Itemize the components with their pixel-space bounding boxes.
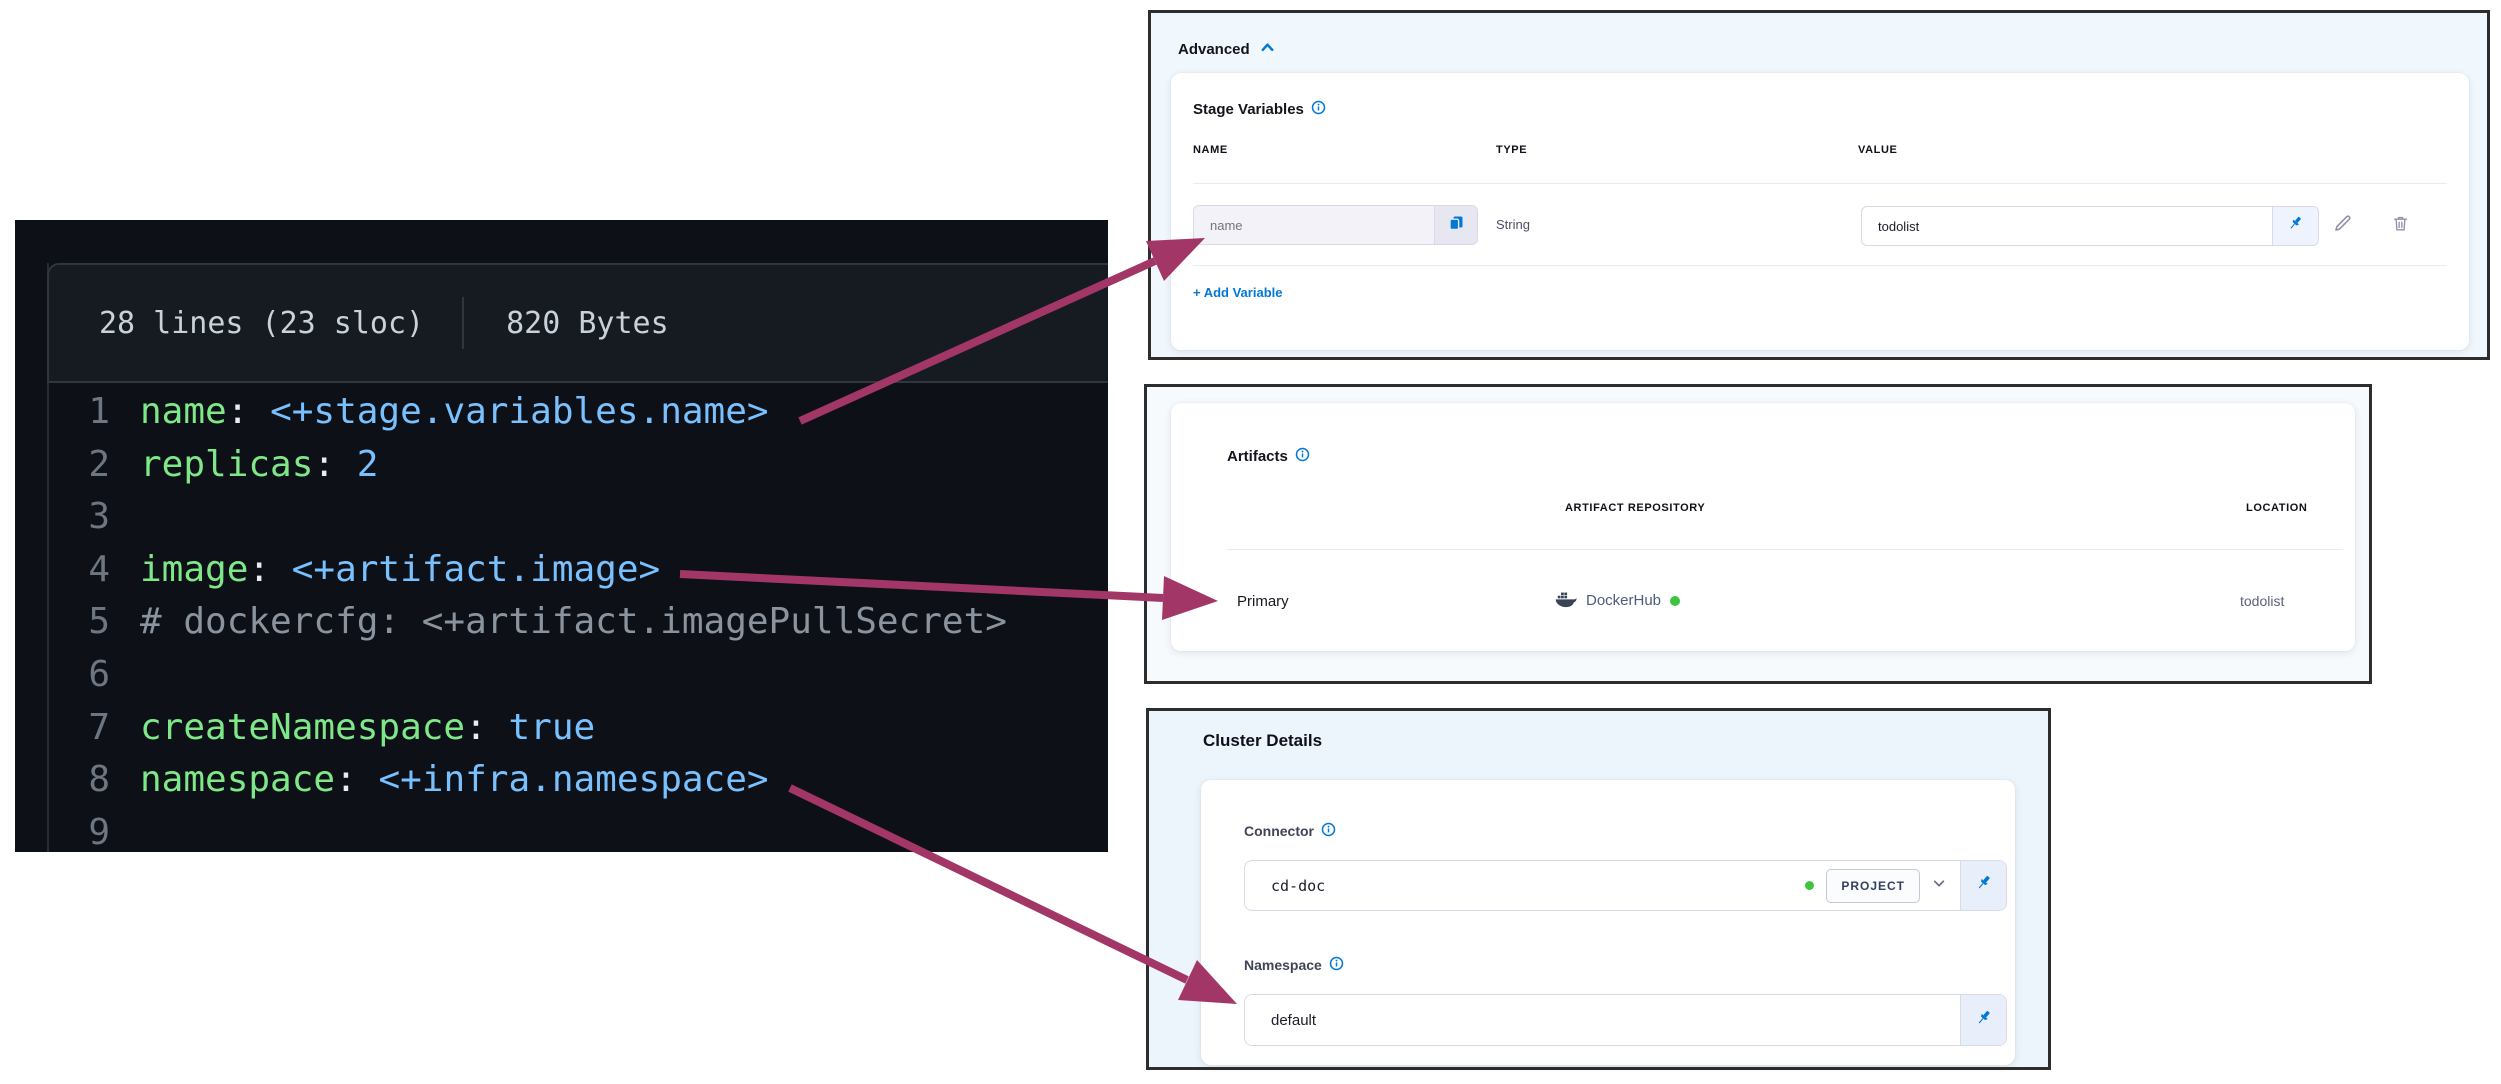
artifact-name: Primary [1237, 593, 1289, 610]
artifact-location: todolist [2240, 593, 2285, 609]
line-number[interactable]: 5 [88, 601, 110, 643]
connector-input-group: PROJECT [1244, 860, 2007, 911]
info-icon[interactable] [1329, 956, 1344, 974]
chevron-up-icon [1260, 40, 1275, 59]
variable-value-input[interactable] [1862, 207, 2272, 245]
code-gutter-border [47, 263, 49, 852]
fixed-value-pin-button[interactable] [1960, 995, 2006, 1045]
artifacts-panel: Artifacts ARTIFACT REPOSITORY LOCATION P… [1144, 384, 2372, 684]
pin-icon [2287, 215, 2304, 237]
connector-label: Connector [1244, 822, 1336, 840]
column-header-type: TYPE [1496, 144, 1528, 156]
connector-scope-area: PROJECT [1805, 861, 1960, 910]
info-icon[interactable] [1295, 447, 1310, 466]
add-variable-button[interactable]: + Add Variable [1193, 285, 1283, 300]
file-line-count: 28 lines (23 sloc) [99, 305, 425, 341]
delete-variable-button[interactable] [2385, 211, 2415, 241]
code-line: 6 [15, 649, 1108, 702]
code-line: 9 [15, 807, 1108, 852]
table-divider [1227, 549, 2343, 550]
pin-icon [1975, 1009, 1993, 1032]
chevron-down-icon[interactable] [1932, 876, 1946, 895]
copy-icon [1448, 215, 1464, 236]
line-number[interactable]: 7 [88, 706, 110, 748]
advanced-section-toggle[interactable]: Advanced [1178, 40, 1275, 59]
stage-variables-title: Stage Variables [1193, 100, 1326, 119]
header-divider [462, 297, 465, 349]
variable-value-input-group [1861, 206, 2319, 246]
cluster-details-card: Connector PROJECT [1201, 780, 2015, 1065]
trash-icon [2391, 214, 2410, 238]
artifacts-card: Artifacts ARTIFACT REPOSITORY LOCATION P… [1171, 403, 2355, 653]
line-number[interactable]: 6 [88, 653, 110, 695]
line-number[interactable]: 1 [88, 391, 110, 432]
column-header-location: LOCATION [2246, 502, 2308, 514]
fixed-value-pin-button[interactable] [2272, 207, 2318, 245]
line-number[interactable]: 4 [88, 548, 110, 590]
file-size: 820 Bytes [506, 305, 669, 341]
scope-badge[interactable]: PROJECT [1826, 868, 1920, 903]
table-divider [1193, 265, 2447, 266]
artifact-repository-name: DockerHub [1586, 592, 1662, 609]
variable-type: String [1496, 217, 1530, 232]
artifacts-title: Artifacts [1227, 447, 1310, 466]
code-line: 5# dockercfg: <+artifact.imagePullSecret… [15, 596, 1108, 649]
column-header-name: NAME [1193, 144, 1228, 156]
fixed-value-pin-button[interactable] [1960, 861, 2006, 910]
line-number[interactable]: 2 [88, 443, 110, 485]
table-divider [1227, 652, 2343, 653]
stage-variables-card: Stage Variables NAME TYPE VALUE String [1171, 73, 2469, 350]
connector-status-dot [1670, 595, 1681, 606]
namespace-input[interactable] [1245, 995, 1960, 1045]
info-icon[interactable] [1321, 822, 1336, 840]
edit-variable-button[interactable] [2327, 211, 2357, 241]
line-number[interactable]: 9 [88, 811, 110, 852]
info-icon[interactable] [1311, 100, 1326, 119]
artifact-row[interactable]: Primary DockerHub todolist [1171, 549, 2355, 652]
cluster-details-panel: Cluster Details Connector PROJECT [1146, 708, 2051, 1070]
table-divider [1193, 183, 2447, 184]
advanced-title: Advanced [1178, 41, 1250, 58]
artifact-repository: DockerHub [1555, 589, 1681, 612]
cluster-details-title: Cluster Details [1203, 731, 1323, 750]
line-number[interactable]: 3 [88, 496, 110, 538]
copy-expression-button[interactable] [1434, 206, 1477, 244]
namespace-input-group [1244, 994, 2007, 1046]
column-header-artifact-repository: ARTIFACT REPOSITORY [1565, 502, 1706, 514]
variable-name-input-group [1193, 205, 1478, 245]
connector-input[interactable] [1245, 861, 1806, 910]
pencil-icon [2332, 213, 2353, 239]
advanced-panel: Advanced Stage Variables NAME TYPE VALUE [1148, 10, 2490, 360]
namespace-label: Namespace [1244, 956, 1344, 974]
code-line: 3 [15, 491, 1108, 544]
variable-name-input[interactable] [1194, 206, 1434, 244]
column-header-value: VALUE [1858, 144, 1898, 156]
connector-status-dot [1805, 881, 1815, 890]
code-file-header: 28 lines (23 sloc) 820 Bytes [47, 263, 1108, 383]
docker-icon [1555, 589, 1577, 612]
pin-icon [1975, 874, 1993, 897]
line-number[interactable]: 8 [88, 759, 110, 801]
